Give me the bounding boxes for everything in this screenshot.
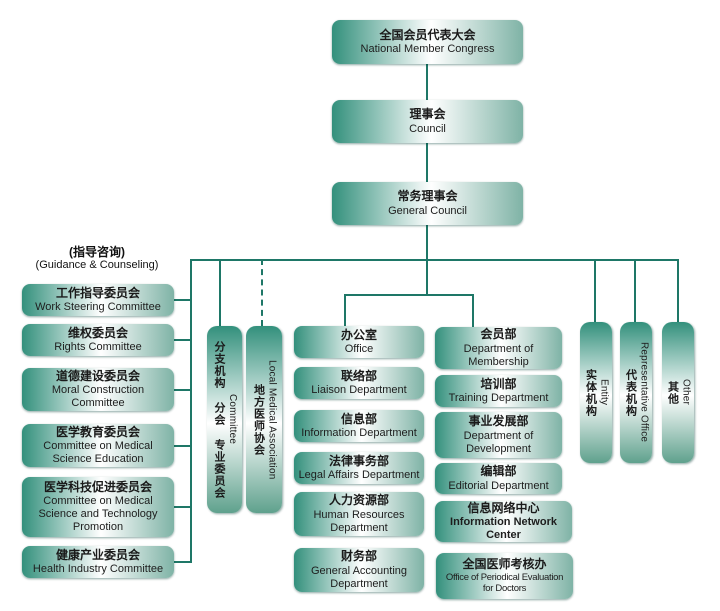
dept-membership: 会员部 Department of Membership: [435, 327, 562, 369]
dept-general-accounting: 财务部 General Accounting Department: [294, 548, 424, 592]
dept-liaison: 联络部 Liaison Department: [294, 367, 424, 399]
dept-editorial: 编辑部 Editorial Department: [435, 463, 562, 494]
entity-label-en: Entity: [598, 379, 610, 406]
connector-line: [634, 259, 636, 322]
node-title-en: Department of Development: [463, 429, 534, 455]
other-box: 其他 Other: [662, 322, 694, 463]
node-title-en: Editorial Department: [448, 479, 549, 492]
committee-science-technology-promotion: 医学科技促进委员会 Committee on Medical Science a…: [22, 477, 174, 537]
dept-legal-affairs: 法律事务部 Legal Affairs Department: [294, 452, 424, 484]
node-title-zh: 常务理事会: [397, 189, 458, 204]
node-title-en: Work Steering Committee: [35, 301, 161, 314]
dept-human-resources: 人力资源部 Human Resources Department: [294, 492, 424, 536]
entity-box: 实体机构 Entity: [580, 322, 612, 463]
node-title-en: Health Industry Committee: [32, 563, 164, 576]
node-title-zh: 事业发展部: [468, 414, 529, 429]
guidance-label-en: (Guidance & Counseling): [35, 259, 159, 272]
connector-line: [677, 259, 679, 322]
node-title-en: General Accounting Department: [310, 564, 407, 590]
node-title-zh: 医学教育委员会: [55, 424, 140, 439]
node-general-council: 常务理事会 General Council: [332, 182, 523, 225]
other-label-en: Other: [680, 379, 692, 406]
node-title-en: Department of Membership: [463, 342, 534, 368]
committee-medical-science-education: 医学教育委员会 Committee on Medical Science Edu…: [22, 424, 174, 467]
representative-office-label-en: Representative Office: [638, 342, 650, 443]
connector-line: [594, 259, 596, 322]
node-title-zh: 信息部: [340, 411, 377, 426]
dept-information: 信息部 Information Department: [294, 410, 424, 442]
committee-work-steering: 工作指导委员会 Work Steering Committee: [22, 284, 174, 316]
node-title-en: Committee on Medical Science and Technol…: [38, 495, 158, 534]
connector-line: [219, 259, 221, 326]
connector-line: [472, 294, 474, 327]
node-title-zh: 法律事务部: [328, 453, 389, 468]
entity-label-zh: 实体机构: [584, 368, 597, 417]
node-title-zh: 办公室: [340, 327, 377, 342]
node-title-en: Committee on Medical Science Education: [43, 440, 153, 466]
dept-training: 培训部 Training Department: [435, 375, 562, 407]
node-title-en: Office of Periodical Evaluation for Doct…: [445, 571, 564, 594]
other-label-zh: 其他: [666, 380, 679, 405]
connector-line-dashed: [261, 259, 263, 326]
committee-health-industry: 健康产业委员会 Health Industry Committee: [22, 546, 174, 578]
connector-line: [344, 294, 474, 296]
node-title-zh: 联络部: [340, 368, 377, 383]
dept-periodical-evaluation-office: 全国医师考核办 Office of Periodical Evaluation …: [436, 553, 573, 599]
node-title-en: Information Department: [301, 427, 417, 440]
node-council: 理事会 Council: [332, 100, 523, 143]
node-national-member-congress: 全国会员代表大会 National Member Congress: [332, 20, 523, 64]
representative-office-box: 代表机构 Representative Office: [620, 322, 652, 463]
connector-line: [344, 294, 346, 326]
connector-stub: [174, 339, 192, 341]
branch-label-en: Local Medical Association: [266, 359, 278, 480]
connector-stub: [174, 389, 192, 391]
node-title-en: Moral Construction Committee: [51, 384, 145, 410]
node-title-en: Training Department: [448, 392, 549, 405]
guidance-label-zh: (指导咨询): [69, 245, 125, 259]
node-title-zh: 培训部: [480, 376, 517, 391]
node-title-zh: 财务部: [340, 549, 377, 564]
node-title-en: National Member Congress: [360, 43, 495, 56]
branch-label-zh: 地方医师协会: [252, 383, 265, 456]
node-title-en: General Council: [388, 204, 467, 217]
connector-stub: [174, 561, 192, 563]
node-title-en: Rights Committee: [54, 341, 142, 354]
node-title-zh: 工作指导委员会: [55, 285, 140, 300]
representative-office-label-zh: 代表机构: [624, 368, 637, 417]
node-title-zh: 医学科技促进委员会: [43, 479, 152, 494]
connector-stub: [174, 506, 192, 508]
node-title-en: Council: [409, 122, 446, 135]
node-title-zh: 全国医师考核办: [462, 557, 547, 572]
node-title-en: Human Resources Department: [313, 508, 405, 534]
committee-rights: 维权委员会 Rights Committee: [22, 324, 174, 356]
node-title-zh: 会员部: [480, 327, 517, 342]
branch-committee-box: 分支机构 分会 专业委员会 Committee: [207, 326, 242, 513]
node-title-en: Information Network Center: [450, 516, 557, 542]
dept-information-network-center: 信息网络中心 Information Network Center: [435, 501, 572, 542]
branch-label-en: Committee: [227, 394, 238, 445]
node-title-zh: 编辑部: [480, 464, 517, 479]
node-title-zh: 健康产业委员会: [55, 547, 140, 562]
dept-development: 事业发展部 Department of Development: [435, 412, 562, 458]
connector-line: [426, 64, 428, 102]
node-title-en: Legal Affairs Department: [298, 469, 420, 482]
connector-stub: [174, 445, 192, 447]
connector-line: [426, 143, 428, 184]
connector-line: [190, 259, 679, 261]
node-title-zh: 信息网络中心: [467, 500, 540, 515]
node-title-zh: 理事会: [409, 107, 446, 122]
committee-moral-construction: 道德建设委员会 Moral Construction Committee: [22, 368, 174, 411]
node-title-en: Office: [344, 343, 374, 356]
node-title-zh: 人力资源部: [328, 493, 389, 508]
node-title-zh: 道德建设委员会: [55, 368, 140, 383]
branch-label-zh: 分支机构 分会 专业委员会: [213, 340, 225, 499]
guidance-counseling-label: (指导咨询) (Guidance & Counseling): [12, 245, 182, 273]
node-title-en: Liaison Department: [311, 384, 407, 397]
connector-stub: [174, 299, 192, 301]
dept-office: 办公室 Office: [294, 326, 424, 358]
node-title-zh: 维权委员会: [67, 325, 128, 340]
branch-local-medical-association-box: 地方医师协会 Local Medical Association: [246, 326, 282, 513]
node-title-zh: 全国会员代表大会: [379, 27, 476, 42]
connector-line: [190, 259, 192, 563]
